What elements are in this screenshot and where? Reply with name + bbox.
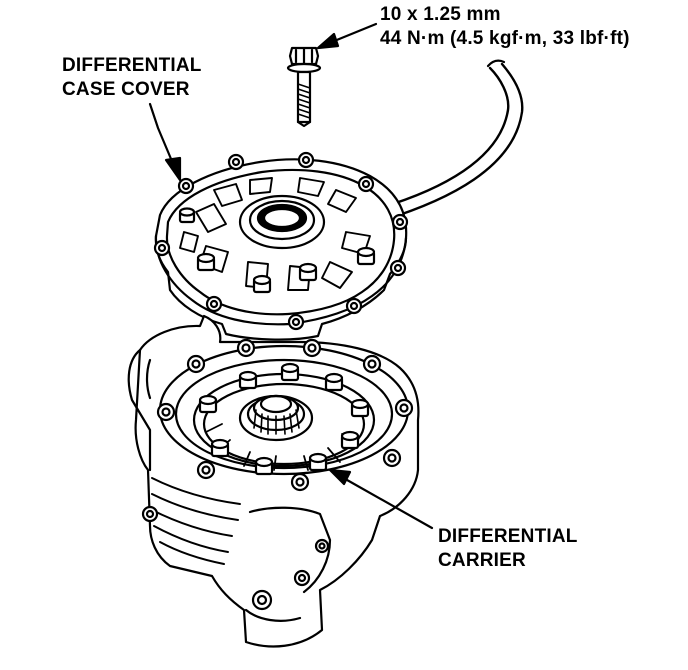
leader-carrier (328, 468, 434, 530)
differential-housing (127, 314, 420, 648)
leader-bolt (316, 22, 378, 50)
case-cover-label-line1: DIFFERENTIAL (62, 55, 202, 76)
carrier-label-line1: DIFFERENTIAL (438, 526, 578, 547)
case-cover-label-line2: CASE COVER (62, 79, 190, 100)
breather-tube (378, 59, 524, 222)
bolt-size-label: 10 x 1.25 mm (380, 4, 501, 25)
case-cover (153, 151, 409, 341)
flange-bolt (286, 46, 322, 128)
leader-case-cover (148, 102, 182, 182)
carrier-label-line2: CARRIER (438, 550, 526, 571)
bolt-torque-label: 44 N·m (4.5 kgf·m, 33 lbf·ft) (380, 28, 630, 49)
